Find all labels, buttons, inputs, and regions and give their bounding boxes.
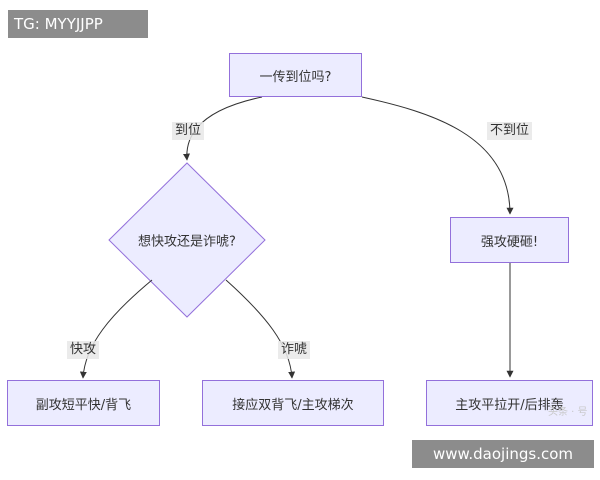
node-start: 一传到位吗?	[229, 53, 362, 97]
edge-decision-to-fast	[79, 279, 153, 379]
faint-watermark: 头条 · 号	[548, 407, 588, 418]
node-decision-label: 想快攻还是诈唬?	[138, 234, 236, 250]
edge-label-off-target: 不到位	[487, 122, 533, 140]
edge-decision-to-bluff	[225, 279, 296, 379]
watermark-bottom: www.daojings.com	[412, 440, 594, 468]
edge-start-to-hard	[361, 96, 514, 215]
node-leaf-bluff: 接应双背飞/主攻梯次	[202, 380, 384, 426]
edge-label-bluff: 诈唬	[278, 341, 311, 359]
edge-label-on-target: 到位	[172, 122, 205, 140]
node-leaf-hard: 主攻平拉开/后排轰	[426, 380, 593, 426]
node-hard-attack: 强攻硬砸!	[450, 217, 569, 263]
edge-label-fast: 快攻	[67, 341, 100, 359]
decision-diamond	[108, 162, 266, 318]
watermark-top: TG: MYYJJPP	[8, 10, 148, 38]
node-leaf-fast: 副攻短平快/背飞	[7, 380, 160, 426]
